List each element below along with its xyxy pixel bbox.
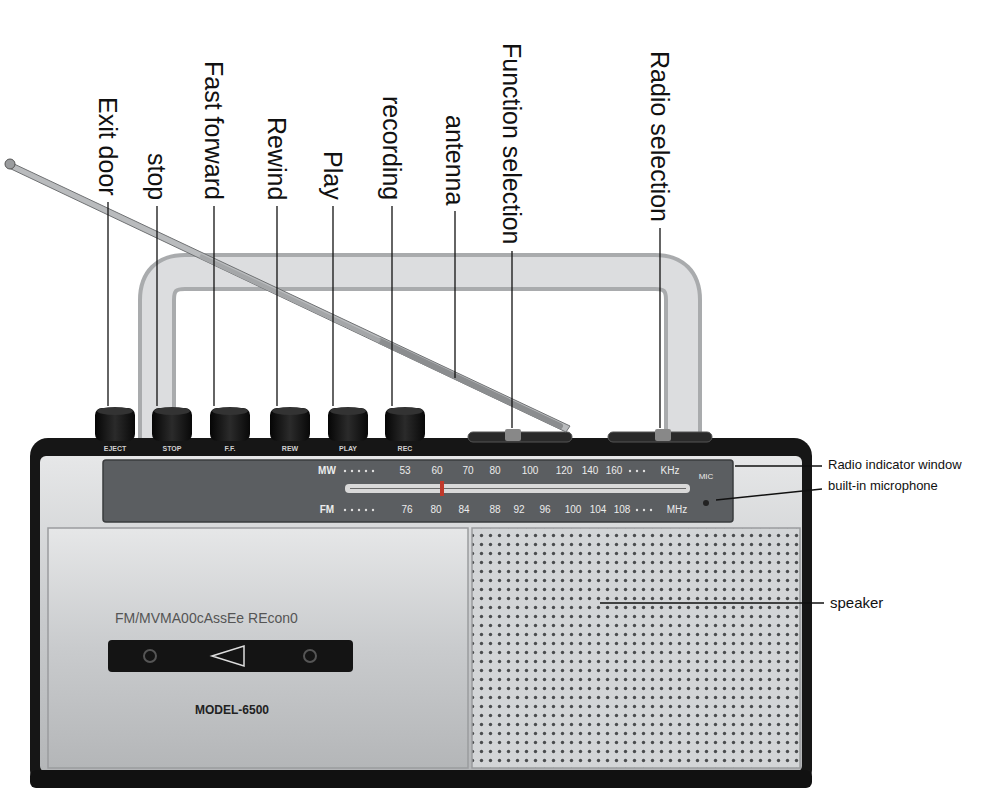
dial-number: 104 [590,504,607,516]
reel [304,650,316,662]
dial-number: 80 [489,465,500,477]
speaker-grille [472,528,800,768]
radio-indicator-window [103,460,733,522]
tuning-line [350,488,686,489]
callout-label: Radio indicator window [828,458,962,473]
antenna-segment [200,256,380,341]
dial-number: 60 [431,465,442,477]
switch-slider [505,429,521,441]
handle-face [157,272,683,442]
cassette-window [108,640,353,672]
part-label: stop [143,153,172,200]
dial-number: 160 [606,465,623,477]
key-label: REW [282,445,298,453]
dial-number: 92 [513,504,524,516]
dial-number: 70 [462,465,473,477]
handle [157,272,683,442]
leader-lines [108,202,824,603]
reel [144,650,156,662]
band-name: FM [320,504,334,516]
body-shell [30,438,812,788]
callout-label: speaker [830,594,883,611]
tuning-pointer [440,481,444,496]
key-label: EJECT [104,445,127,453]
model-print: FM/MVMA00cAssEe REcon0 [115,610,298,626]
unit-label: MHz [667,504,688,516]
microphone-hole [703,500,709,506]
key-label: PLAY [339,445,357,453]
tuning-scale [345,484,690,493]
dial-number: 100 [522,465,539,477]
antenna-rod [9,163,570,432]
dial-number: 84 [458,504,469,516]
base [30,770,812,788]
antenna-segment [380,341,560,426]
front-panel [40,456,802,772]
callout-label: built-in microphone [828,479,938,494]
dial-number: 96 [539,504,550,516]
part-label: Play [319,151,348,200]
dial-number: 100 [565,504,582,516]
part-label: recording [378,96,407,200]
part-label: Rewind [263,117,292,200]
dial-number: 53 [399,465,410,477]
dial-number: 80 [430,504,441,516]
key-label: REC [398,445,413,453]
key-label: F.F. [225,445,236,453]
antenna-tip [5,159,15,169]
eject-triangle [212,646,244,666]
unit-label: KHz [661,465,680,477]
key-label: STOP [163,445,182,453]
band-name: MW [318,465,336,477]
cassette-door [48,528,468,768]
dial-number: 140 [582,465,599,477]
part-label: antenna [441,115,470,205]
dial-number: 120 [556,465,573,477]
dial-number: 88 [489,504,500,516]
switch-slider [655,429,671,441]
part-label: Radio selection [646,51,675,222]
piano-keys [95,407,425,441]
dial-number: 76 [401,504,412,516]
part-label: Function selection [498,43,527,245]
mic-label: MIC [699,472,714,481]
model-number: MODEL-6500 [195,704,269,718]
part-label: Exit door [94,97,123,196]
dial-number: 108 [614,504,631,516]
part-label: Fast forward [200,61,229,200]
